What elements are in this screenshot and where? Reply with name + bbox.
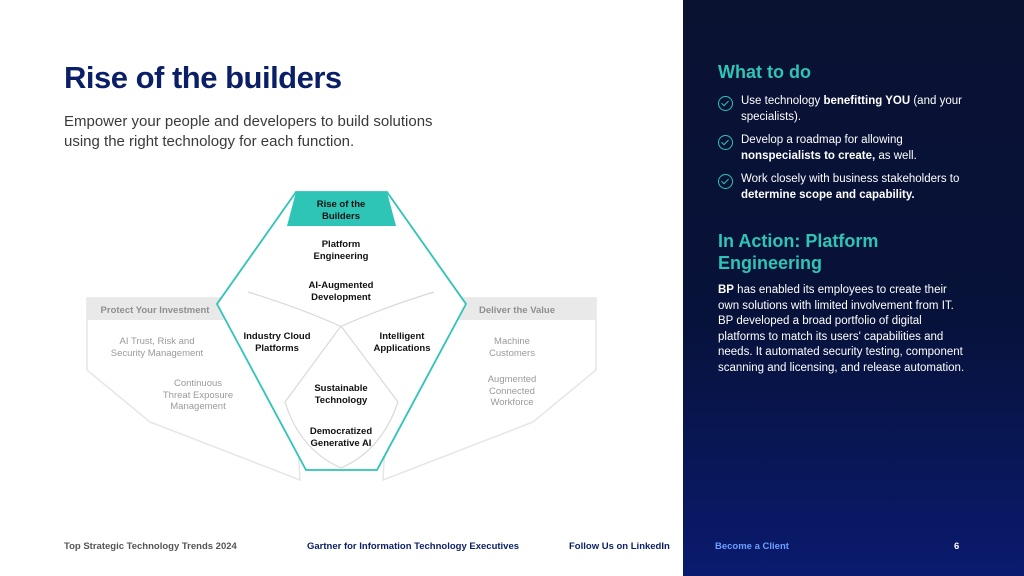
what-to-do-heading: What to do <box>718 62 811 82</box>
action-company: BP <box>718 284 734 296</box>
label-line: Workforce <box>490 397 534 408</box>
label-line: Platforms <box>255 342 299 354</box>
footer-gartner-link[interactable]: Gartner for Information Technology Execu… <box>307 541 520 552</box>
todo-list: Use technology benefitting YOU (and your… <box>718 94 978 211</box>
label-ai-augmented: AI-Augmented Development <box>309 280 374 303</box>
label-line: AI-Augmented <box>308 280 374 291</box>
todo-text-part: as well. <box>875 149 917 162</box>
todo-text-bold: determine scope and capability. <box>741 188 915 201</box>
label-line: Platform <box>321 239 361 250</box>
page-number: 6 <box>954 541 960 552</box>
todo-text-part: (and your specialists). <box>741 95 962 123</box>
inner-divider-right <box>341 291 435 327</box>
label-line: Connected <box>489 385 535 397</box>
page-title: Rise of the builders <box>64 60 342 95</box>
label-line: Intelligent <box>379 331 425 342</box>
label-line: Augmented <box>487 374 537 385</box>
label-line: Development <box>311 291 371 303</box>
label-rise-of-builders: Rise of the Builders <box>317 199 366 222</box>
todo-text-part: Use technology <box>741 95 824 107</box>
check-circle-icon <box>718 96 733 111</box>
builders-diagram: Rise of the Builders Platform Engineerin… <box>0 180 683 500</box>
label-line: Threat Exposure <box>162 389 234 401</box>
todo-item: Work closely with business stakeholders … <box>718 172 978 203</box>
label-line: Machine <box>494 336 530 347</box>
label-machine-customers: Machine Customers <box>489 336 535 359</box>
inner-divider-left <box>247 291 341 327</box>
todo-item: Use technology benefitting YOU (and your… <box>718 94 978 125</box>
label-augmented-workforce: Augmented Connected Workforce <box>488 374 537 409</box>
become-client-link[interactable]: Become a Client <box>715 541 789 552</box>
label-line: Democratized <box>309 426 373 437</box>
label-intelligent-applications: Intelligent Applications <box>373 331 430 354</box>
label-platform-engineering: Platform Engineering <box>314 239 369 262</box>
label-sustainable-technology: Sustainable Technology <box>314 383 367 406</box>
label-line: Builders <box>321 210 360 222</box>
todo-text-bold: benefitting YOU <box>823 95 911 107</box>
label-line: Generative AI <box>310 437 372 449</box>
sidebar-panel <box>683 0 1024 576</box>
in-action-heading: In Action: Platform Engineering <box>718 231 879 273</box>
label-line: Security Management <box>110 347 204 359</box>
label-line: Engineering <box>313 250 369 262</box>
todo-text-part: Develop a roadmap for allowing <box>741 134 903 146</box>
todo-text: Develop a roadmap for allowing nonspecia… <box>741 133 978 164</box>
action-text: has enabled its employees to create thei… <box>718 284 965 374</box>
in-action-body: BP has enabled its employees to create t… <box>718 283 968 377</box>
label-democratized-genai: Democratized Generative AI <box>310 426 372 449</box>
left-band-title: Protect Your Investment <box>100 305 210 316</box>
footer-linkedin-link[interactable]: Follow Us on LinkedIn <box>569 541 670 552</box>
diagram-shapes <box>86 191 597 482</box>
todo-text: Work closely with business stakeholders … <box>741 172 978 203</box>
label-line: Technology <box>314 394 368 406</box>
right-band-title: Deliver the Value <box>478 305 556 316</box>
label-line: Sustainable <box>314 383 368 394</box>
todo-text: Use technology benefitting YOU (and your… <box>741 94 978 125</box>
label-line: Rise of the <box>316 199 366 210</box>
todo-item: Develop a roadmap for allowing nonspecia… <box>718 133 978 164</box>
main-content: Rise of the builders Empower your people… <box>0 60 683 552</box>
label-line: Continuous <box>173 378 223 389</box>
top-cap-shape <box>287 192 396 226</box>
todo-text-part: Work closely with business stakeholders … <box>741 173 960 185</box>
todo-text-bold: nonspecialists to create, <box>741 149 876 162</box>
page-subtitle: Empower your people and developers to bu… <box>64 113 433 150</box>
footer-report-name: Top Strategic Technology Trends 2024 <box>64 541 237 552</box>
inner-divider-bottom <box>284 324 399 469</box>
label-line: Customers <box>489 347 535 359</box>
label-ai-trust: AI Trust, Risk and Security Management <box>111 336 203 359</box>
label-ctem: Continuous Threat Exposure Management <box>163 378 233 413</box>
label-line: Applications <box>373 342 431 354</box>
label-industry-cloud: Industry Cloud Platforms <box>243 331 310 354</box>
label-line: Management <box>170 401 226 412</box>
label-line: AI Trust, Risk and <box>119 336 195 347</box>
check-circle-icon <box>718 135 733 150</box>
check-circle-icon <box>718 174 733 189</box>
label-line: Industry Cloud <box>243 331 311 342</box>
